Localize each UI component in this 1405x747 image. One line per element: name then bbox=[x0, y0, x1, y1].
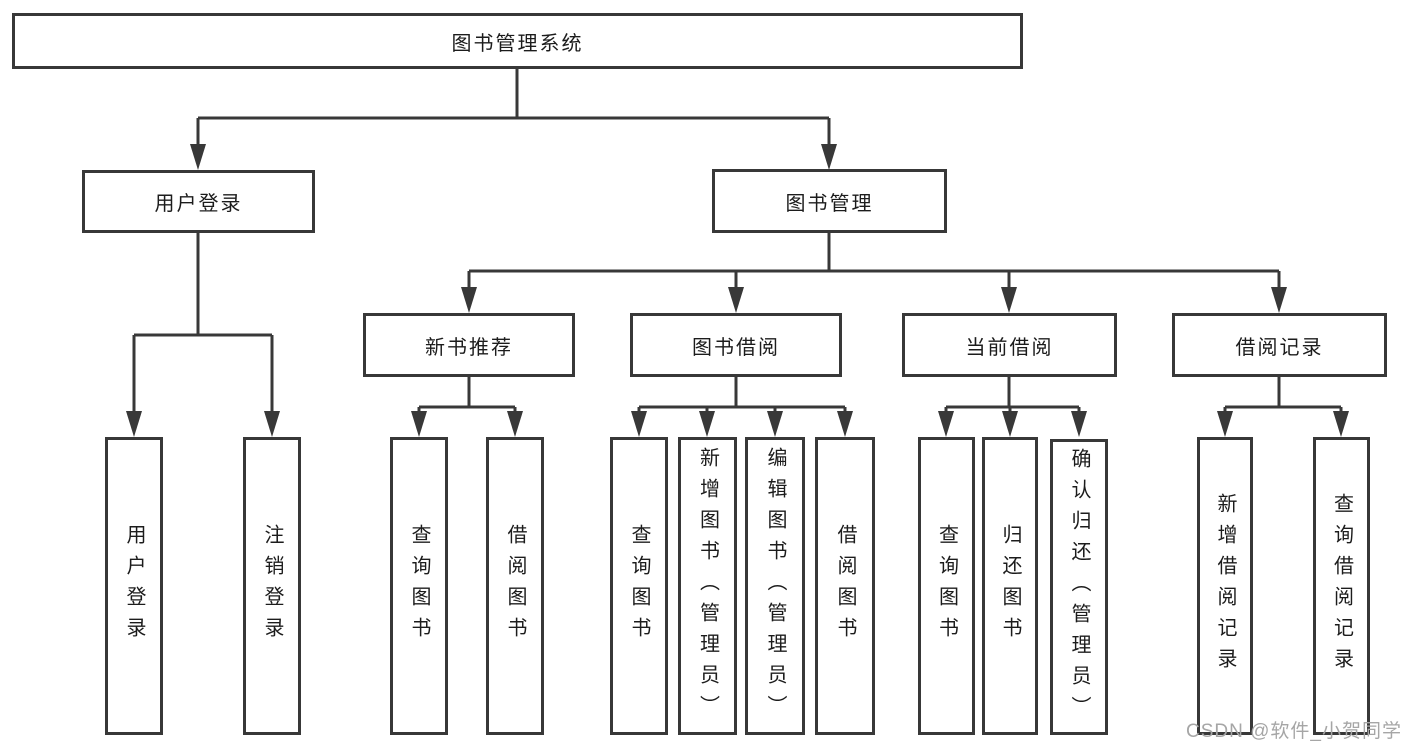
node-confirm-return-admin: 确认归还（管理员） bbox=[1050, 439, 1108, 735]
node-add-books-admin: 新增图书（管理员） bbox=[678, 437, 737, 735]
node-logout: 注销登录 bbox=[243, 437, 301, 735]
node-return-books: 归还图书 bbox=[982, 437, 1038, 735]
node-query-books-borrow: 查询图书 bbox=[610, 437, 668, 735]
node-user-login: 用户登录 bbox=[82, 170, 315, 233]
node-current-borrowing: 当前借阅 bbox=[902, 313, 1117, 377]
node-query-borrow-record: 查询借阅记录 bbox=[1313, 437, 1370, 735]
node-borrow-books: 借阅图书 bbox=[815, 437, 875, 735]
node-user-login-leaf: 用户登录 bbox=[105, 437, 163, 735]
node-add-borrow-record: 新增借阅记录 bbox=[1197, 437, 1253, 735]
node-borrowing-records: 借阅记录 bbox=[1172, 313, 1387, 377]
node-book-management: 图书管理 bbox=[712, 169, 947, 233]
node-edit-books-admin: 编辑图书（管理员） bbox=[745, 437, 805, 735]
node-borrow-books-recommend: 借阅图书 bbox=[486, 437, 544, 735]
node-query-books-recommend: 查询图书 bbox=[390, 437, 448, 735]
node-query-books-current: 查询图书 bbox=[918, 437, 975, 735]
node-new-book-recommendation: 新书推荐 bbox=[363, 313, 575, 377]
node-book-borrowing: 图书借阅 bbox=[630, 313, 842, 377]
node-library-management-system: 图书管理系统 bbox=[12, 13, 1023, 69]
csdn-watermark: CSDN @软件_小贺同学 bbox=[1186, 721, 1402, 742]
